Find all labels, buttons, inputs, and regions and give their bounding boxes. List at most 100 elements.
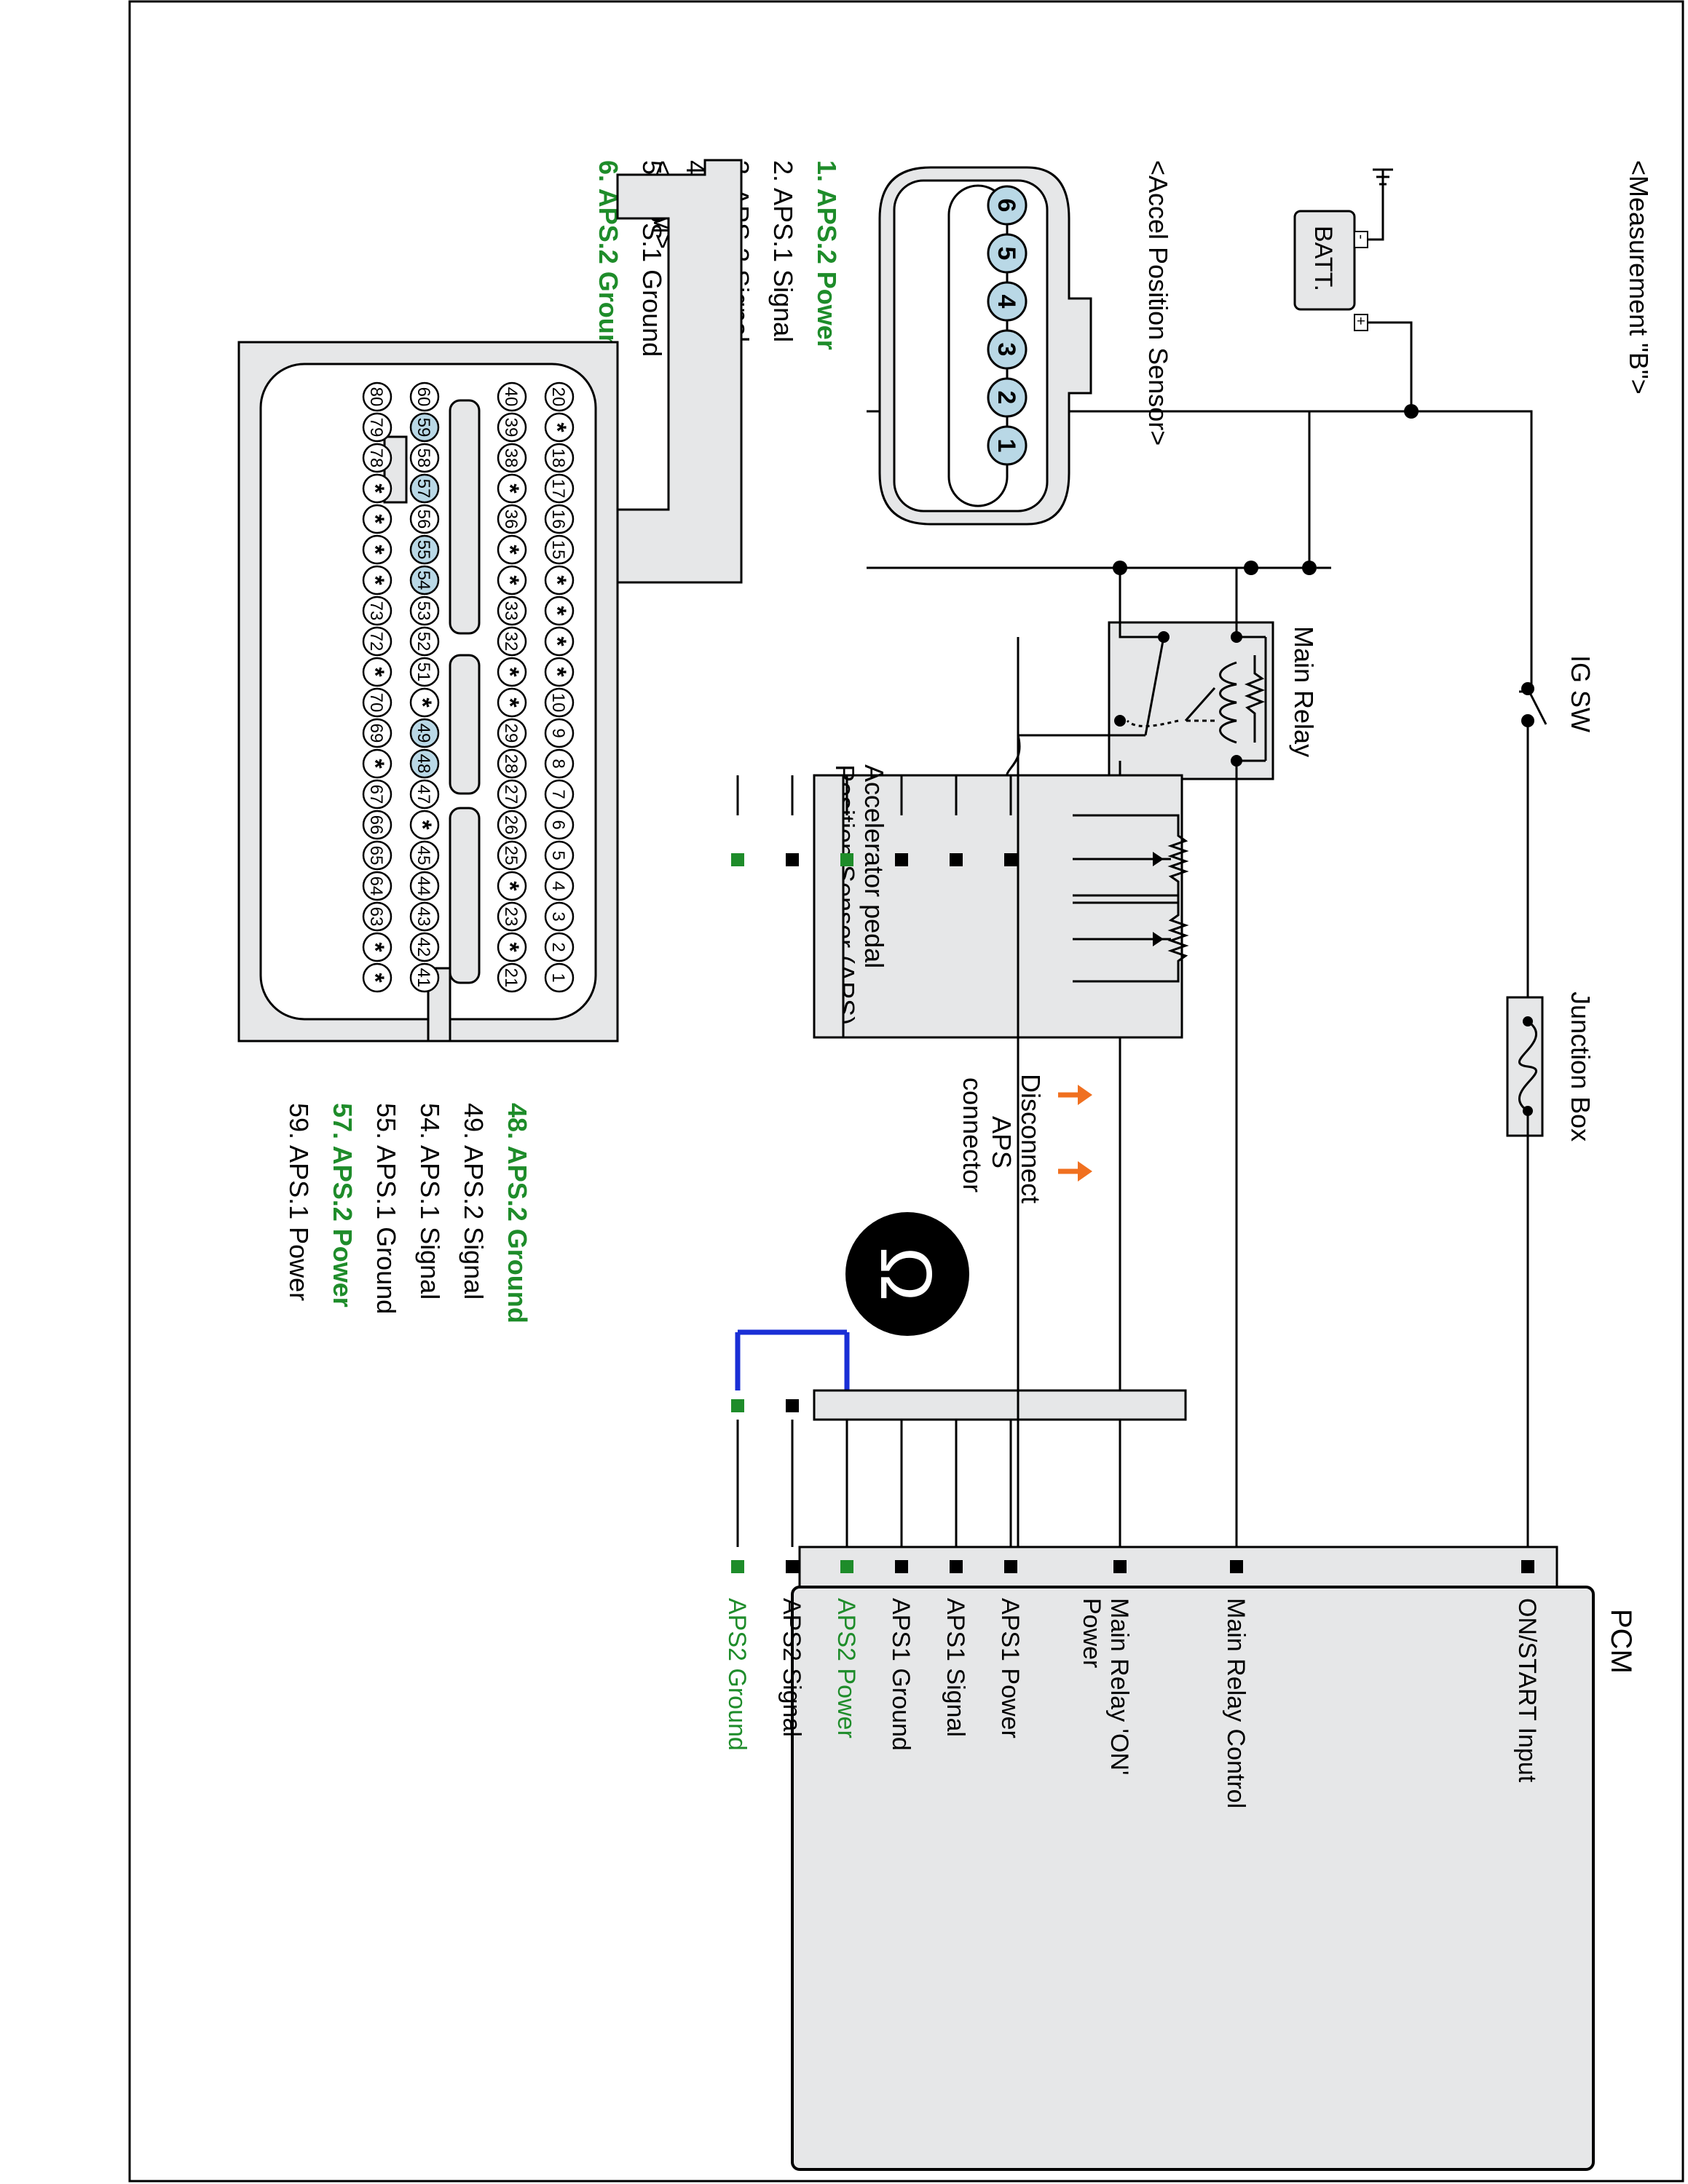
pcm-connector-pin-number: 60	[414, 387, 433, 407]
pcm-connector-pin	[409, 901, 440, 932]
pcm-connector-pin-number: *	[496, 483, 524, 494]
pcm-connector-pin-number: 55	[414, 540, 433, 560]
pcm-connector-pin-number: 18	[548, 448, 568, 468]
pcm-connector-pin-number: 40	[501, 387, 521, 407]
pcm-connector-pin	[497, 687, 527, 718]
pcm-connector-pin	[544, 657, 575, 687]
pcm-connector-pin	[409, 473, 440, 504]
pcm-connector-pin	[544, 962, 575, 993]
junction-box-label: Junction Box	[1566, 992, 1596, 1142]
pcm-connector-pin-number: 42	[414, 938, 433, 957]
pcm-connector-pin-number: *	[361, 483, 389, 494]
pcm-connector-pin-number: 23	[501, 907, 521, 927]
pcm-connector-pin-number: 1	[548, 973, 568, 982]
pcm-connector-pin-number: 17	[548, 479, 568, 499]
pcm-connector-pin-number: *	[361, 759, 389, 769]
pcm-terminal	[1004, 1560, 1017, 1573]
pcm-connector-pin	[409, 504, 440, 534]
pcm-connector-pin	[409, 840, 440, 871]
pcm-terminal	[786, 1560, 799, 1573]
pcm-connector-pin	[497, 779, 527, 810]
pcm-connector: <PCM> 20*18171615****10987654321403938*3…	[237, 159, 743, 1042]
harness-connector	[813, 1389, 1187, 1421]
accel-pin-number: 5	[993, 247, 1020, 261]
pcm-connector-pin	[362, 779, 393, 810]
pcm-connector-pin-number: 2	[548, 942, 568, 951]
pcm-connector-pin	[544, 412, 575, 443]
aps-sensor-block: Accelerator pedal Position Sensor (APS)	[813, 764, 1189, 1039]
disconnect-annotation: Disconnect APS connector	[958, 1074, 1092, 1203]
pcm-connector-pin	[544, 565, 575, 596]
pcm-connector-pin	[362, 565, 393, 596]
pcm-connector-pin-number: 79	[366, 418, 386, 438]
ig-switch-label: IG SW	[1566, 655, 1596, 732]
pcm-connector-pin-number: 59	[414, 418, 433, 438]
main-relay-label: Main Relay	[1289, 626, 1319, 757]
pcm-connector-pin-number: 41	[414, 968, 433, 988]
accel-pin	[987, 281, 1028, 322]
pcm-connector-pin-number: 33	[501, 601, 521, 621]
pcm-connector-pin	[362, 626, 393, 657]
pcm-connector-pin	[544, 871, 575, 901]
pcm-connector-pin	[544, 596, 575, 626]
pcm-title: PCM	[1605, 1609, 1637, 1674]
aps-terminal	[786, 853, 799, 866]
pcm-connector-pin-number: 52	[414, 632, 433, 652]
pcm-connector-pin-number: *	[409, 697, 436, 708]
pcm-connector-pin	[362, 901, 393, 932]
pcm-connector-pin	[362, 718, 393, 748]
pcm-connector-pin-number: 29	[501, 724, 521, 743]
accel-pin	[987, 185, 1028, 226]
pcm-connector-pin-number: *	[543, 422, 571, 432]
pcm-connector-pin	[362, 473, 393, 504]
pcm-connector-pin-number: 26	[501, 815, 521, 835]
pcm-connector-pin-number: 54	[414, 571, 433, 590]
accel-pin	[987, 377, 1028, 418]
battery-label: BATT.	[1309, 226, 1337, 291]
pcm-connector-pin-number: *	[496, 545, 524, 555]
pcm-connector-pin	[544, 718, 575, 748]
pcm-connector-pin	[497, 565, 527, 596]
pcm-connector-pin	[497, 443, 527, 473]
pcm-connector-pin	[497, 596, 527, 626]
pcm-connector-pin	[409, 412, 440, 443]
pcm-connector-pin-number: *	[361, 973, 389, 983]
pcm-connector-pin	[497, 748, 527, 779]
pcm-connector-pin	[362, 748, 393, 779]
pcm-connector-pin-number: 78	[366, 448, 386, 468]
pcm-connector-pin-number: *	[543, 667, 571, 677]
pcm-connector-pin	[409, 443, 440, 473]
page-frame	[128, 0, 1684, 2183]
pcm-terminal	[950, 1560, 963, 1573]
pcm-connector-pin-number: *	[496, 881, 524, 891]
pcm-connector-pin-number: 20	[548, 387, 568, 407]
pcm-pin-label: APS2 Power	[832, 1598, 860, 1738]
pcm-connector-pin-number: 72	[366, 632, 386, 652]
pcm-connector-pin-number: 58	[414, 448, 433, 468]
pcm-connector-pin	[497, 901, 527, 932]
pcm-connector-pin	[497, 962, 527, 993]
pcm-connector-pin-number: 73	[366, 601, 386, 621]
pcm-connector-pin-number: *	[361, 667, 389, 677]
pcm-terminal	[731, 1560, 744, 1573]
pcm-connector-pin-number: 25	[501, 846, 521, 866]
pcm-connector-pin-number: 16	[548, 510, 568, 529]
pcm-connector-pin	[409, 687, 440, 718]
battery-minus-label: -	[1353, 234, 1369, 240]
pcm-connector-pin-number: *	[361, 942, 389, 952]
pcm-connector-pin	[409, 779, 440, 810]
pcm-connector-pin	[409, 381, 440, 412]
pcm-connector-pin	[497, 718, 527, 748]
pcm-connector-pin-number: 47	[414, 785, 433, 804]
pcm-pin-desc: 57. APS.2 Power	[328, 1103, 358, 1307]
accel-pin-number: 1	[993, 439, 1020, 453]
pcm-connector-pin	[362, 443, 393, 473]
aps-terminal	[840, 853, 853, 866]
pcm-connector-pin	[497, 412, 527, 443]
pcm-connector-pin-number: 32	[501, 632, 521, 652]
pcm-connector-pin-number: 65	[366, 846, 386, 866]
pcm-connector-pin	[409, 657, 440, 687]
pcm-connector-pin-number: 39	[501, 418, 521, 438]
pcm-connector-pin-number: 44	[414, 877, 433, 896]
